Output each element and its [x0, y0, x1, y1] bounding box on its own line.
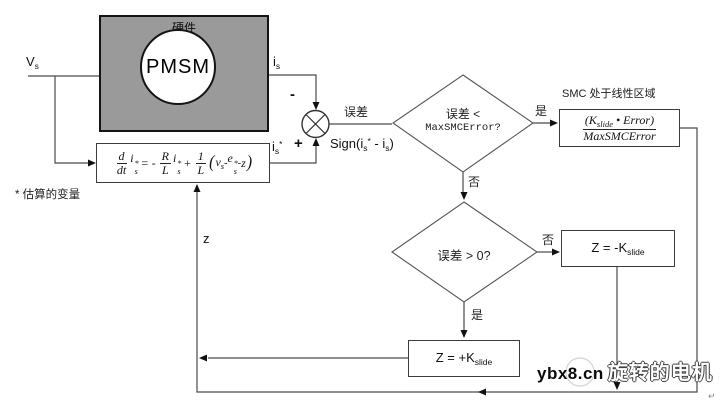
arrow-into-diamond2 — [460, 192, 468, 200]
decision1-no-label: 否 — [468, 175, 481, 189]
paren-open: ( — [209, 152, 215, 173]
is-signal-label: is — [273, 54, 281, 71]
decision2-text: 误差 > 0? — [437, 249, 491, 263]
paren-close: ) — [246, 152, 253, 173]
arrow-into-linear-box — [550, 119, 558, 127]
linear-numerator: (Kslide • Error) — [582, 112, 657, 130]
feedback-wire — [196, 127, 698, 393]
plus-op: + — [183, 155, 192, 170]
arrow-zminus-to-bottom — [613, 382, 621, 390]
summing-junction-icon — [301, 109, 330, 139]
vs-branch-wire — [54, 76, 89, 164]
minus2: - — [237, 157, 242, 169]
pmsm-label: PMSM — [146, 55, 210, 78]
decision1-yes-label: 是 — [535, 104, 548, 118]
i-star-term: i*s — [130, 151, 139, 176]
return-mark: ↵ — [708, 391, 716, 401]
arrow-into-junction-bottom — [312, 138, 320, 146]
arrow-bottom-flow — [478, 388, 486, 396]
junction-plus-sign: + — [294, 135, 303, 152]
z-term: z — [241, 155, 246, 170]
z-minus-label: Z = -Kslide — [591, 240, 645, 257]
decision1-diamond — [392, 74, 534, 173]
arrow-into-formula-left — [88, 159, 96, 167]
linear-denominator: MaxSMCError — [583, 128, 656, 143]
arrow-z-into-formula — [193, 184, 201, 192]
z-plus-label: Z = +Kslide — [435, 350, 493, 367]
istar-signal-label: is* — [272, 139, 283, 156]
z-wire-label: z — [203, 231, 210, 246]
vs-signal-label: Vs — [26, 54, 39, 71]
i-star-term2: i*s — [173, 151, 182, 176]
arrow-into-zminus — [552, 248, 560, 256]
decision1-text: 误差 < MaxSMCError? — [425, 107, 501, 134]
watermark-cjk: 旋转的电机 — [607, 362, 713, 384]
decision2-yes-label: 是 — [471, 308, 484, 322]
decision2-diamond — [391, 201, 538, 303]
equals-minus: = - — [140, 155, 156, 170]
RL-fraction: R L — [159, 148, 171, 177]
pmsm-motor-icon: PMSM — [140, 29, 216, 105]
smc-region-label: SMC 处于线性区域 — [562, 88, 656, 100]
watermark: ybx8.cn 旋转的电机 — [537, 356, 713, 385]
ddt-fraction: d dt — [116, 148, 127, 177]
arrow-into-junction-top — [312, 102, 320, 110]
z-plus-block: Z = +Kslide — [408, 340, 520, 377]
kslide-error-fraction: (Kslide • Error) MaxSMCError — [581, 112, 657, 143]
v-term: vs — [215, 155, 225, 171]
e-term: e*s — [227, 151, 238, 176]
estimated-variables-note: * 估算的变量 — [15, 189, 81, 201]
estimator-formula-block: d dt i*s = - R L i*s + 1 L ( vs - e*s - … — [96, 143, 270, 183]
is-wire — [269, 74, 317, 103]
hardware-block: 硬件 PMSM — [99, 15, 269, 132]
error-wire-label: 误差 — [344, 105, 369, 119]
decision2-no-label: 否 — [542, 233, 555, 247]
arrow-into-zplus — [460, 330, 468, 338]
arrow-zplus-to-zline — [199, 354, 207, 362]
istar-wire — [270, 146, 317, 164]
z-minus-block: Z = -Kslide — [561, 230, 675, 267]
watermark-latin: ybx8.cn — [537, 364, 604, 383]
smc-linear-formula-block: (Kslide • Error) MaxSMCError — [559, 109, 680, 147]
watermark-logo-icon — [565, 357, 595, 387]
junction-minus-sign: - — [290, 86, 295, 103]
1L-fraction: 1 L — [195, 148, 206, 177]
minus1: - — [224, 157, 228, 169]
sign-function-label: Sign(is* - is) — [330, 136, 394, 153]
